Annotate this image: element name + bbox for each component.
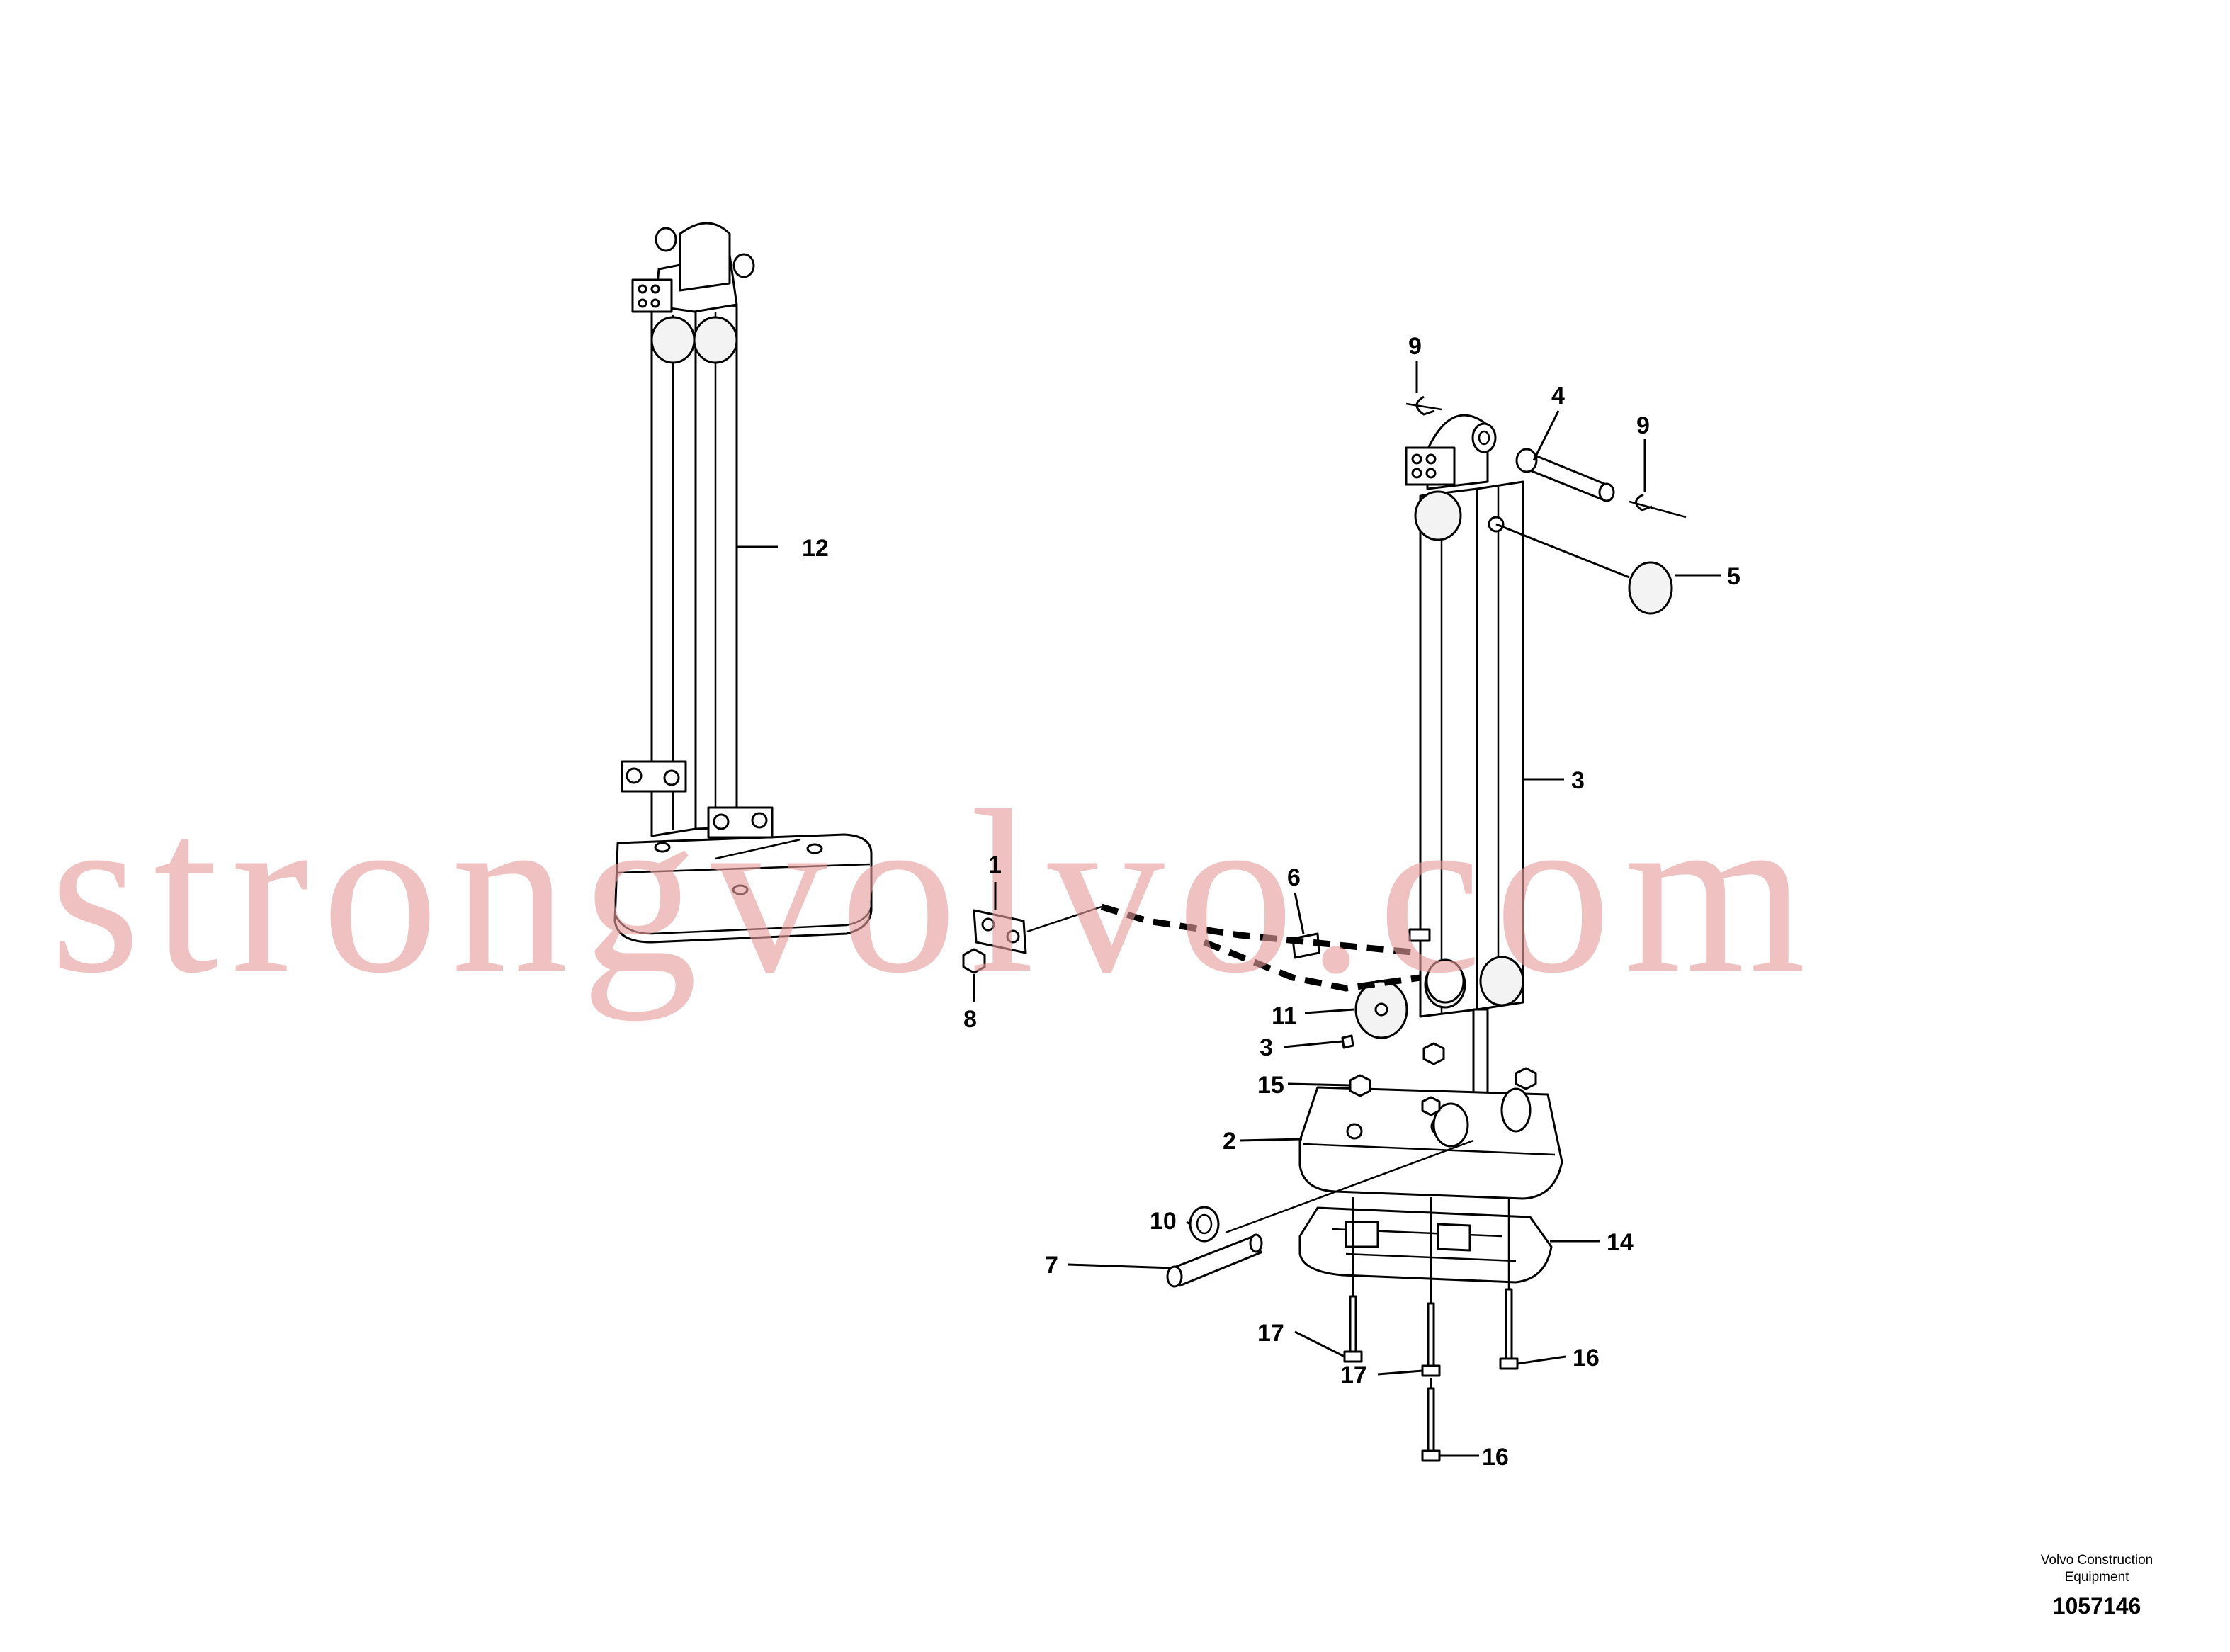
callout-2: 2 bbox=[1223, 1128, 1236, 1155]
callout-3-screw: 3 bbox=[1260, 1034, 1273, 1061]
callout-10: 10 bbox=[1150, 1208, 1177, 1235]
callout-16-bottom: 16 bbox=[1482, 1444, 1509, 1471]
callout-9-top: 9 bbox=[1408, 333, 1422, 360]
callout-3-column: 3 bbox=[1571, 767, 1585, 794]
callout-15: 15 bbox=[1257, 1072, 1284, 1099]
drawing-number: 1057146 bbox=[2053, 1593, 2141, 1619]
callout-8: 8 bbox=[963, 1006, 977, 1033]
leader-lines bbox=[737, 361, 1721, 1457]
callout-6: 6 bbox=[1287, 864, 1301, 891]
drawing-footer: Volvo Construction Equipment 1057146 bbox=[2041, 1553, 2153, 1619]
callout-11: 11 bbox=[1272, 1002, 1297, 1029]
company-name-line1: Volvo Construction bbox=[2041, 1553, 2153, 1568]
callout-9-right: 9 bbox=[1636, 412, 1650, 439]
callout-14: 14 bbox=[1607, 1229, 1634, 1256]
callout-12: 12 bbox=[802, 535, 829, 562]
callout-17-center: 17 bbox=[1340, 1362, 1367, 1388]
company-name-line2: Equipment bbox=[2065, 1570, 2130, 1585]
callout-5: 5 bbox=[1727, 563, 1741, 590]
callouts: 12 1 8 6 11 3 15 2 10 7 3 4 9 9 5 14 17 … bbox=[802, 333, 1741, 1471]
exploded-pedal-column bbox=[962, 395, 1687, 1462]
callout-4: 4 bbox=[1551, 383, 1565, 409]
assembled-pedal-column bbox=[613, 222, 873, 944]
callout-17-left: 17 bbox=[1257, 1320, 1284, 1347]
watermark-text: strongvolvo.com bbox=[50, 763, 1818, 1022]
callout-1: 1 bbox=[988, 852, 1002, 878]
callout-7: 7 bbox=[1045, 1252, 1058, 1279]
callout-16-right: 16 bbox=[1573, 1345, 1600, 1371]
